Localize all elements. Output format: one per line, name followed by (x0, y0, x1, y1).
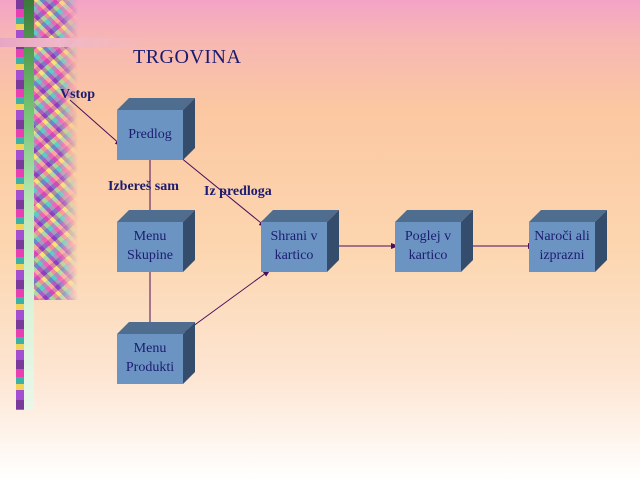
node-menu-produkti-label: Menu Produkti (117, 334, 183, 384)
arrow-predlog-to-shrani (179, 156, 267, 228)
edge-label-izberes-sam: Izbereš sam (108, 179, 179, 194)
node-predlog: Predlog (117, 98, 195, 160)
node-poglej-v-kartico: Poglej v kartico (395, 210, 473, 272)
edge-label-vstop: Vstop (60, 87, 96, 102)
decorative-horizontal-strip (0, 38, 150, 47)
node-shrani-label: Shrani v kartico (261, 222, 327, 272)
node-poglej-label: Poglej v kartico (395, 222, 461, 272)
node-menu-skupine-label: Menu Skupine (117, 222, 183, 272)
node-naroci-ali-izprazni: Naroči ali izprazni (529, 210, 607, 272)
node-menu-produkti: Menu Produkti (117, 322, 195, 384)
decorative-green-strip (24, 0, 34, 410)
decorative-color-strip (16, 0, 24, 410)
edge-label-iz-predloga: Iz predloga (204, 184, 272, 199)
decorative-texture-strip (34, 0, 78, 300)
node-shrani-v-kartico: Shrani v kartico (261, 210, 339, 272)
diagram-title: TRGOVINA (133, 46, 242, 68)
node-menu-skupine: Menu Skupine (117, 210, 195, 272)
arrow-produkti-to-shrani (184, 269, 271, 333)
node-predlog-label: Predlog (117, 110, 183, 160)
arrow-vstop-to-predlog (69, 99, 123, 147)
node-naroci-label: Naroči ali izprazni (529, 222, 595, 272)
